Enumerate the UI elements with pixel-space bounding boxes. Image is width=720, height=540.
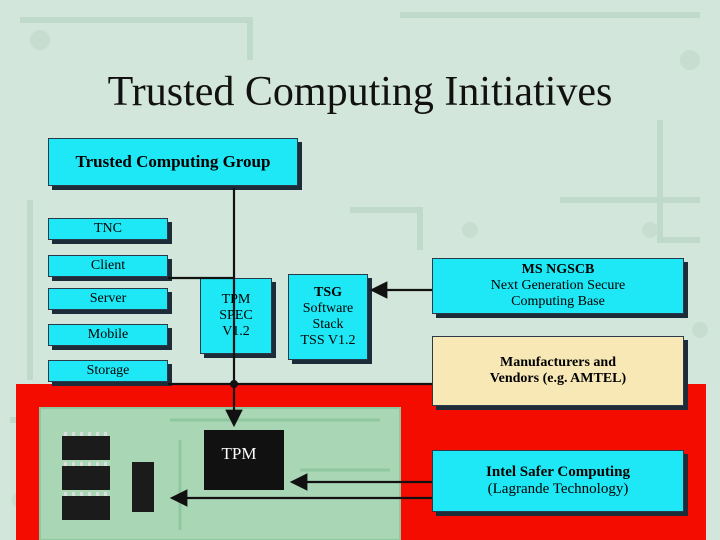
ngscb-line: MS NGSCB [521, 261, 595, 277]
tpm-chip-label: TPM [221, 444, 257, 463]
tpm-chip [204, 430, 284, 490]
tpm-spec-line: SPEC [219, 307, 253, 323]
manufacturers-line: Manufacturers and [499, 354, 617, 370]
tcg-box: Trusted Computing Group [48, 138, 298, 186]
tpm-spec-line: V1.2 [222, 324, 250, 340]
manufacturers-box: Manufacturers and Vendors (e.g. AMTEL) [432, 336, 684, 406]
page-title: Trusted Computing Initiatives [107, 69, 613, 115]
storage-box: Storage [48, 360, 168, 382]
ngscb-line: Next Generation Secure [490, 277, 626, 293]
mobile-box: Mobile [48, 324, 168, 346]
tsg-line: Stack [312, 317, 344, 332]
intel-box: Intel Safer Computing (Lagrande Technolo… [432, 450, 684, 512]
manufacturers-line: Vendors (e.g. AMTEL) [489, 371, 627, 386]
ngscb-box: MS NGSCB Next Generation Secure Computin… [432, 258, 684, 314]
intel-line: (Lagrande Technology) [487, 481, 629, 497]
tnc-box: TNC [48, 218, 168, 240]
tsg-box: TSG Software Stack TSS V1.2 [288, 274, 368, 360]
tsg-line: TSG [313, 284, 342, 300]
intel-line: Intel Safer Computing [486, 463, 630, 480]
tsg-line: Software [302, 300, 354, 316]
memory-chips [62, 436, 154, 520]
tsg-line: TSS V1.2 [300, 333, 356, 349]
tpm-spec-box: TPM SPEC V1.2 [200, 278, 272, 354]
client-box: Client [48, 255, 168, 277]
ngscb-line: Computing Base [511, 294, 605, 310]
tpm-spec-line: TPM [221, 291, 251, 307]
server-box: Server [48, 288, 168, 310]
